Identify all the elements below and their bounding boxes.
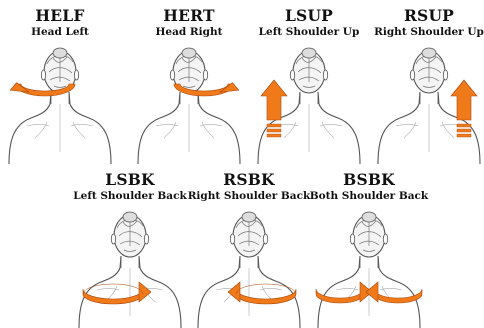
gesture-code: HELF: [5, 6, 115, 25]
panel-lsup: LSUP Left Shoulder Up: [254, 6, 364, 164]
gesture-code: HERT: [134, 6, 244, 25]
figure-back-view: [254, 42, 364, 164]
gesture-label: Left Shoulder Back: [63, 190, 197, 202]
panel-bsbk: BSBK Both Shoulder Back: [314, 170, 424, 328]
gesture-code: LSBK: [75, 170, 185, 189]
gesture-code: RSBK: [194, 170, 304, 189]
figure-back-view: [194, 206, 304, 328]
person-sketch: [138, 48, 240, 164]
gesture-label: Head Left: [0, 26, 127, 38]
figure-back-view: [374, 42, 484, 164]
gesture-label: Right Shoulder Back: [182, 190, 316, 202]
panel-hert: HERT Head Right: [134, 6, 244, 164]
panel-lsbk: LSBK Left Shoulder Back: [75, 170, 185, 328]
gesture-code: LSUP: [254, 6, 364, 25]
figure-back-view: [5, 42, 115, 164]
figure-back-view: [75, 206, 185, 328]
gesture-label: Left Shoulder Up: [242, 26, 376, 38]
gesture-label: Head Right: [122, 26, 256, 38]
gesture-label: Both Shoulder Back: [302, 190, 436, 202]
person-sketch: [318, 212, 420, 328]
panel-rsup: RSUP Right Shoulder Up: [374, 6, 484, 164]
figure-back-view: [134, 42, 244, 164]
person-sketch: [198, 212, 300, 328]
gesture-label: Right Shoulder Up: [362, 26, 484, 38]
gesture-code: BSBK: [314, 170, 424, 189]
panel-helf: HELF Head Left: [5, 6, 115, 164]
person-sketch: [79, 212, 181, 328]
figure-back-view: [314, 206, 424, 328]
person-sketch: [9, 48, 111, 164]
panel-rsbk: RSBK Right Shoulder Back: [194, 170, 304, 328]
gesture-code: RSUP: [374, 6, 484, 25]
